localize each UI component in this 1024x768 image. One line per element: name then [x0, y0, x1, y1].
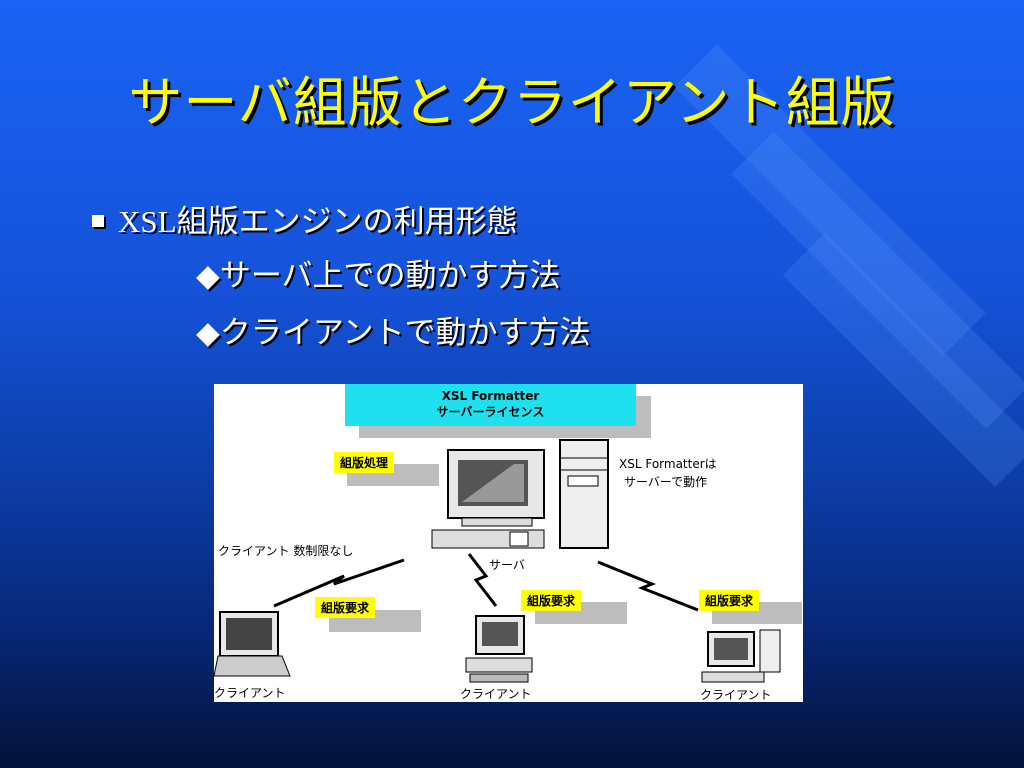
client-label-right: クライアント [700, 688, 772, 702]
request-tag-right: 組版要求 [699, 590, 760, 611]
client-laptop-icon [214, 611, 291, 677]
slide-title: サーバ組版とクライアント組版 [128, 71, 896, 134]
request-tag-center: 組版要求 [521, 590, 582, 611]
server-label: サーバ [489, 558, 525, 572]
bullet-text: XSL組版エンジンの利用形態 [118, 204, 518, 239]
right-link-icon [597, 560, 699, 612]
banner-line-2: サーバーライセンス [436, 405, 545, 419]
client-computer-icon [465, 615, 533, 683]
network-diagram [214, 439, 781, 683]
server-computer-icon [431, 439, 609, 549]
sub-bullet-server: ◆サーバ上での動かす方法 [196, 258, 561, 294]
server-note-line-1: XSL Formatterは [619, 457, 717, 471]
center-link-icon [467, 553, 498, 607]
bullet-item: XSL組版エンジンの利用形態 [92, 196, 518, 241]
license-banner: XSL Formatter サーバーライセンス [345, 384, 636, 426]
banner-line-1: XSL Formatter [441, 389, 540, 403]
architecture-figure: XSL Formatter サーバーライセンス 組版処理 XSL Formatt… [214, 384, 803, 702]
left-link-icon [273, 558, 405, 608]
sub-bullet-client: ◆クライアントで動かす方法 [196, 315, 591, 351]
server-note-line-2: サーバーで動作 [624, 475, 708, 489]
square-bullet-icon [92, 214, 104, 227]
client-desktop-icon [701, 629, 781, 683]
client-label-center: クライアント [460, 687, 532, 701]
client-label-left: クライアント [214, 686, 286, 700]
request-tag-left: 組版要求 [315, 597, 376, 618]
unlimited-clients-label: クライアント 数制限なし [218, 544, 354, 558]
processing-tag: 組版処理 [334, 452, 395, 473]
